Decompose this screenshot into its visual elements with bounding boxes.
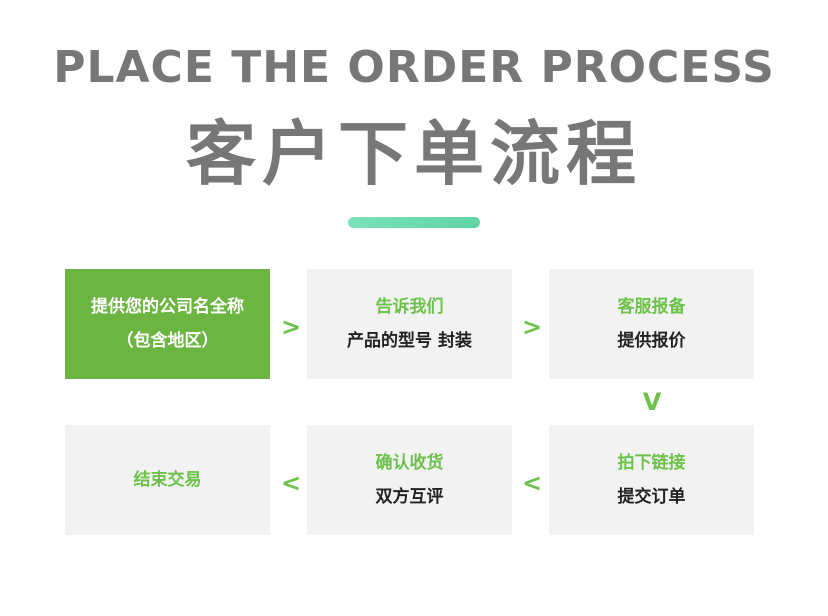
step-5-subtitle: 双方互评 [375,487,444,507]
arrow-right-icon: > [280,313,302,341]
step-1-subtitle: （包含地区） [116,331,219,351]
step-end-transaction: 结束交易 [65,425,270,535]
step-place-order: 拍下链接 提交订单 [549,425,754,535]
arrow-right-icon: > [521,313,543,341]
step-tell-us: 告诉我们 产品的型号 封装 [307,269,512,379]
title-accent-bar [348,217,480,228]
title-english: PLACE THE ORDER PROCESS [53,42,775,93]
step-6-title: 结束交易 [133,470,202,490]
step-2-title: 告诉我们 [375,297,444,317]
arrow-left-icon: < [280,469,302,497]
arrow-left-icon: < [521,469,543,497]
step-confirm-receipt: 确认收货 双方互评 [307,425,512,535]
step-1-title: 提供您的公司名全称 [91,297,244,317]
step-3-title: 客服报备 [617,297,686,317]
arrow-down-icon: V [642,388,662,416]
step-5-title: 确认收货 [375,453,444,473]
step-provide-company-name: 提供您的公司名全称 （包含地区） [65,269,270,379]
step-3-subtitle: 提供报价 [617,331,686,351]
step-2-subtitle: 产品的型号 封装 [347,331,472,351]
step-4-title: 拍下链接 [617,453,686,473]
step-4-subtitle: 提交订单 [617,487,686,507]
title-chinese: 客户下单流程 [186,113,642,195]
step-customer-service-quote: 客服报备 提供报价 [549,269,754,379]
